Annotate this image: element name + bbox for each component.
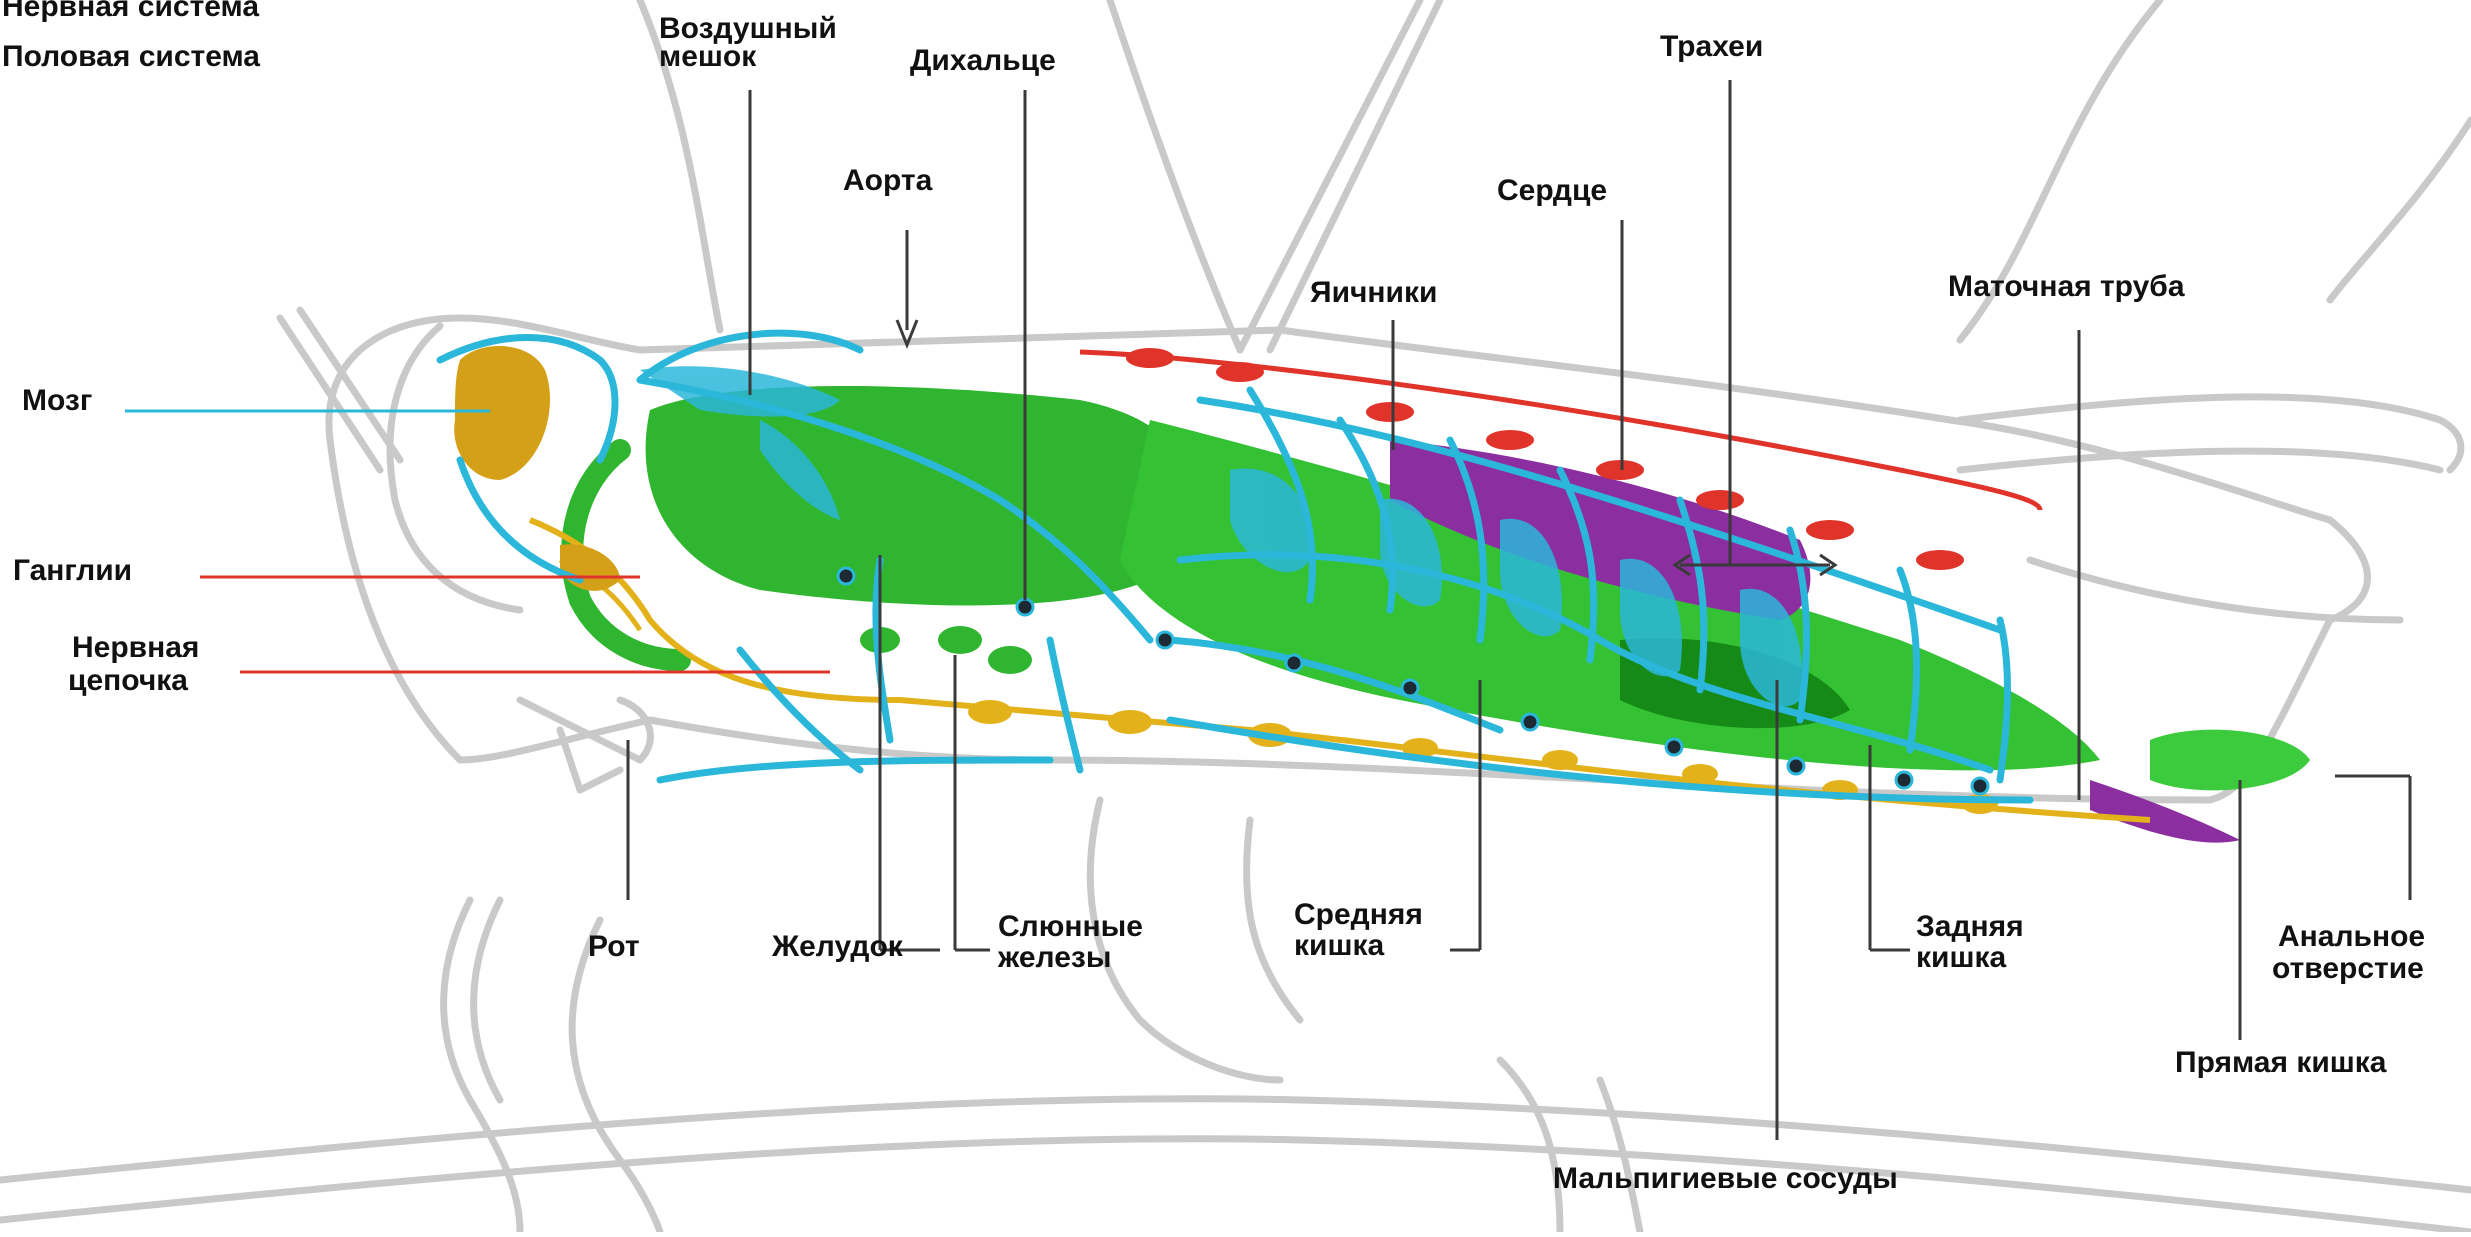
label-stomach: Желудок	[771, 930, 904, 963]
label-midgut-line-1: Средняя	[1294, 898, 1423, 931]
label-brain: Мозг	[22, 384, 92, 417]
label-midgut-line-2: кишка	[1294, 929, 1384, 962]
label-spiracle: Дихальце	[910, 44, 1056, 77]
label-nerve-cord-line-1: Нервная	[72, 631, 199, 664]
label-aorta: Аорта	[843, 164, 933, 197]
legend-line-1: Нервная система	[2, 0, 259, 23]
label-malpighian: Мальпигиевые сосуды	[1553, 1162, 1898, 1195]
salivary-gland-2	[988, 646, 1032, 674]
label-oviduct: Маточная труба	[1948, 270, 2185, 303]
label-rectum: Прямая кишка	[2175, 1046, 2387, 1079]
brain	[454, 346, 550, 480]
label-ganglia: Ганглии	[13, 554, 132, 587]
label-salivary-line-1: Слюнные	[998, 910, 1143, 943]
label-heart: Сердце	[1497, 174, 1607, 207]
label-ovaries: Яичники	[1310, 276, 1437, 309]
rectum-green	[2150, 730, 2310, 791]
legend-line-2: Половая система	[2, 40, 260, 73]
label-hindgut-line-1: Задняя	[1916, 910, 2024, 943]
label-trachea: Трахеи	[1660, 30, 1763, 63]
label-mouth: Рот	[588, 930, 640, 963]
label-nerve-cord-line-2: цепочка	[68, 664, 188, 697]
label-hindgut-line-2: кишка	[1916, 941, 2006, 974]
crop-stomach	[646, 386, 1196, 605]
salivary-gland-1	[938, 626, 982, 654]
label-salivary-line-2: железы	[997, 941, 1111, 974]
label-anus-line-1: Анальное	[2278, 920, 2425, 953]
label-air-sac-line-2: мешок	[659, 40, 757, 73]
label-anus-line-2: отверстие	[2272, 952, 2424, 985]
